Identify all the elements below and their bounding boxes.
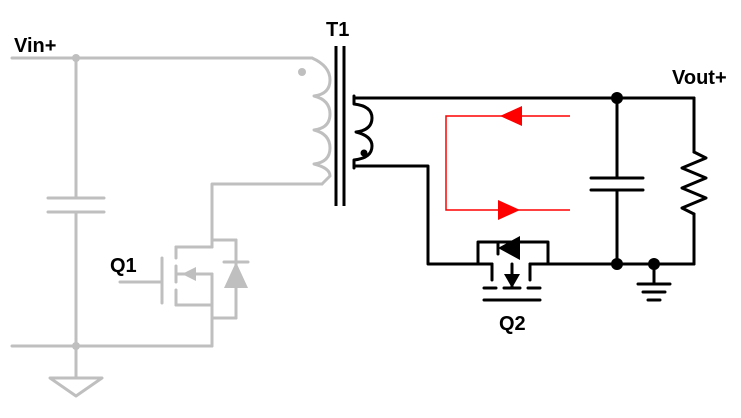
input-capacitor-icon: [46, 196, 106, 214]
primary-side: [10, 54, 332, 398]
secondary-winding-icon: [352, 94, 374, 170]
vout-label: Vout+: [672, 67, 727, 89]
vin-label: Vin+: [14, 35, 56, 57]
current-arrow-top-icon: [500, 106, 522, 126]
current-arrow-bottom-icon: [498, 200, 520, 220]
current-path: [445, 115, 570, 211]
transformer-label: T1: [326, 19, 349, 41]
junction-dots: [611, 92, 660, 270]
q2-label: Q2: [499, 313, 526, 335]
primary-ground-icon: [48, 376, 104, 398]
primary-winding-bottom: [210, 182, 324, 249]
q1-mosfet-icon: [118, 238, 238, 348]
q2-channel-arrow-icon: [504, 274, 520, 288]
output-capacitor-icon: [589, 176, 645, 192]
secondary-return: [352, 164, 480, 266]
q1-body-diode-icon: [224, 262, 248, 288]
primary-winding-icon: [310, 56, 332, 186]
transformer-core-icon: [334, 46, 346, 206]
output-ground-icon: [636, 262, 672, 302]
q1-body-arrow-icon: [182, 267, 196, 281]
load-resistor-icon: [680, 150, 708, 216]
q2-body-diode-icon: [498, 236, 520, 260]
q1-label: Q1: [110, 255, 137, 277]
